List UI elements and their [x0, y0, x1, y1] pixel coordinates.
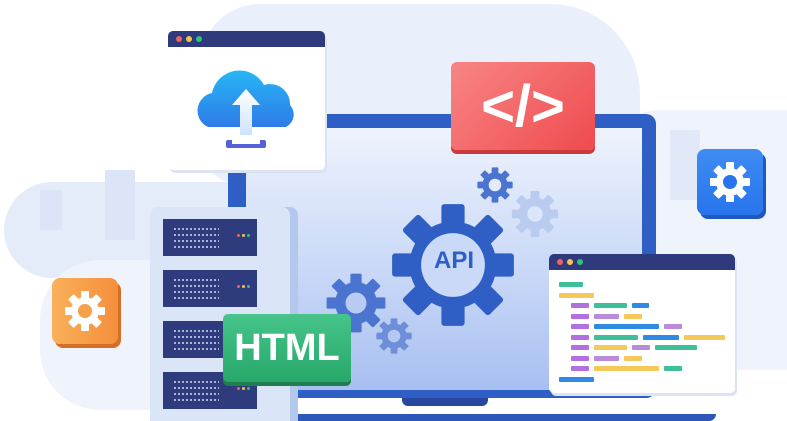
code-line-segment: [594, 366, 659, 371]
code-editor-window: [549, 254, 735, 393]
gear-icon: [65, 291, 105, 331]
code-line-segment: [559, 282, 583, 287]
api-gear-icon: [366, 178, 540, 352]
code-symbol-label: </>: [481, 73, 565, 139]
code-lines: [549, 270, 735, 393]
gear-tile-blue: [697, 149, 763, 215]
code-line-segment: [559, 292, 594, 298]
server-grille: [173, 277, 219, 301]
upload-window: [168, 31, 325, 170]
background-building-2: [105, 170, 135, 240]
code-line-segment: [571, 355, 589, 361]
code-line-segment: [571, 324, 589, 329]
code-line-segment: [571, 366, 589, 371]
code-line-segment: [571, 313, 589, 319]
code-line-segment: [594, 345, 627, 350]
code-line-segment: [684, 334, 725, 340]
code-line-segment: [664, 366, 682, 371]
server-leds: [237, 387, 250, 390]
code-line-segment: [559, 376, 594, 382]
api-label: API: [433, 247, 474, 274]
api-gears-group: [314, 160, 568, 361]
window-dot-red: [176, 36, 182, 42]
server-grille: [173, 226, 219, 250]
code-line-segment: [624, 313, 642, 319]
background-building-1: [40, 190, 62, 230]
tiny-gear-icon: [369, 311, 419, 361]
code-line-segment: [632, 345, 650, 350]
html-label: HTML: [234, 326, 340, 369]
code-line-segment: [594, 303, 627, 308]
gear-tile-orange: [52, 278, 118, 344]
code-line-segment: [571, 345, 589, 350]
small-gear-icon: [470, 160, 520, 210]
faded-gear-icon: [502, 181, 568, 247]
code-line-segment: [571, 303, 589, 308]
gear-icon: [710, 162, 750, 202]
code-symbol-badge: </>: [451, 62, 595, 150]
code-line-segment: [664, 324, 682, 329]
laptop-notch: [402, 398, 488, 406]
laptop-base: [296, 402, 706, 414]
server-unit: [163, 219, 257, 256]
window-titlebar: [549, 254, 735, 270]
window-dot-yellow: [186, 36, 192, 42]
code-line-segment: [624, 355, 642, 361]
server-unit: [163, 270, 257, 307]
code-line-segment: [594, 355, 619, 361]
server-grille: [173, 379, 219, 403]
code-line-segment: [632, 303, 649, 308]
html-badge: HTML: [223, 314, 351, 382]
medium-gear-icon: [314, 261, 398, 345]
cloud-upload-icon: [197, 70, 294, 148]
server-leds: [237, 234, 250, 237]
code-line-segment: [594, 324, 659, 329]
laptop-foot: [296, 414, 716, 421]
server-leds: [237, 285, 250, 288]
code-line-segment: [594, 313, 619, 319]
window-dot-red: [557, 259, 563, 265]
window-dot-yellow: [567, 259, 573, 265]
window-dot-green: [577, 259, 583, 265]
window-titlebar: [168, 31, 325, 47]
background-building-3: [670, 130, 700, 200]
code-line-segment: [643, 334, 679, 340]
server-grille: [173, 328, 219, 352]
code-line-segment: [571, 334, 589, 340]
code-line-segment: [594, 334, 638, 340]
code-line-segment: [655, 345, 697, 350]
connector-line: [228, 170, 238, 210]
window-dot-green: [196, 36, 202, 42]
